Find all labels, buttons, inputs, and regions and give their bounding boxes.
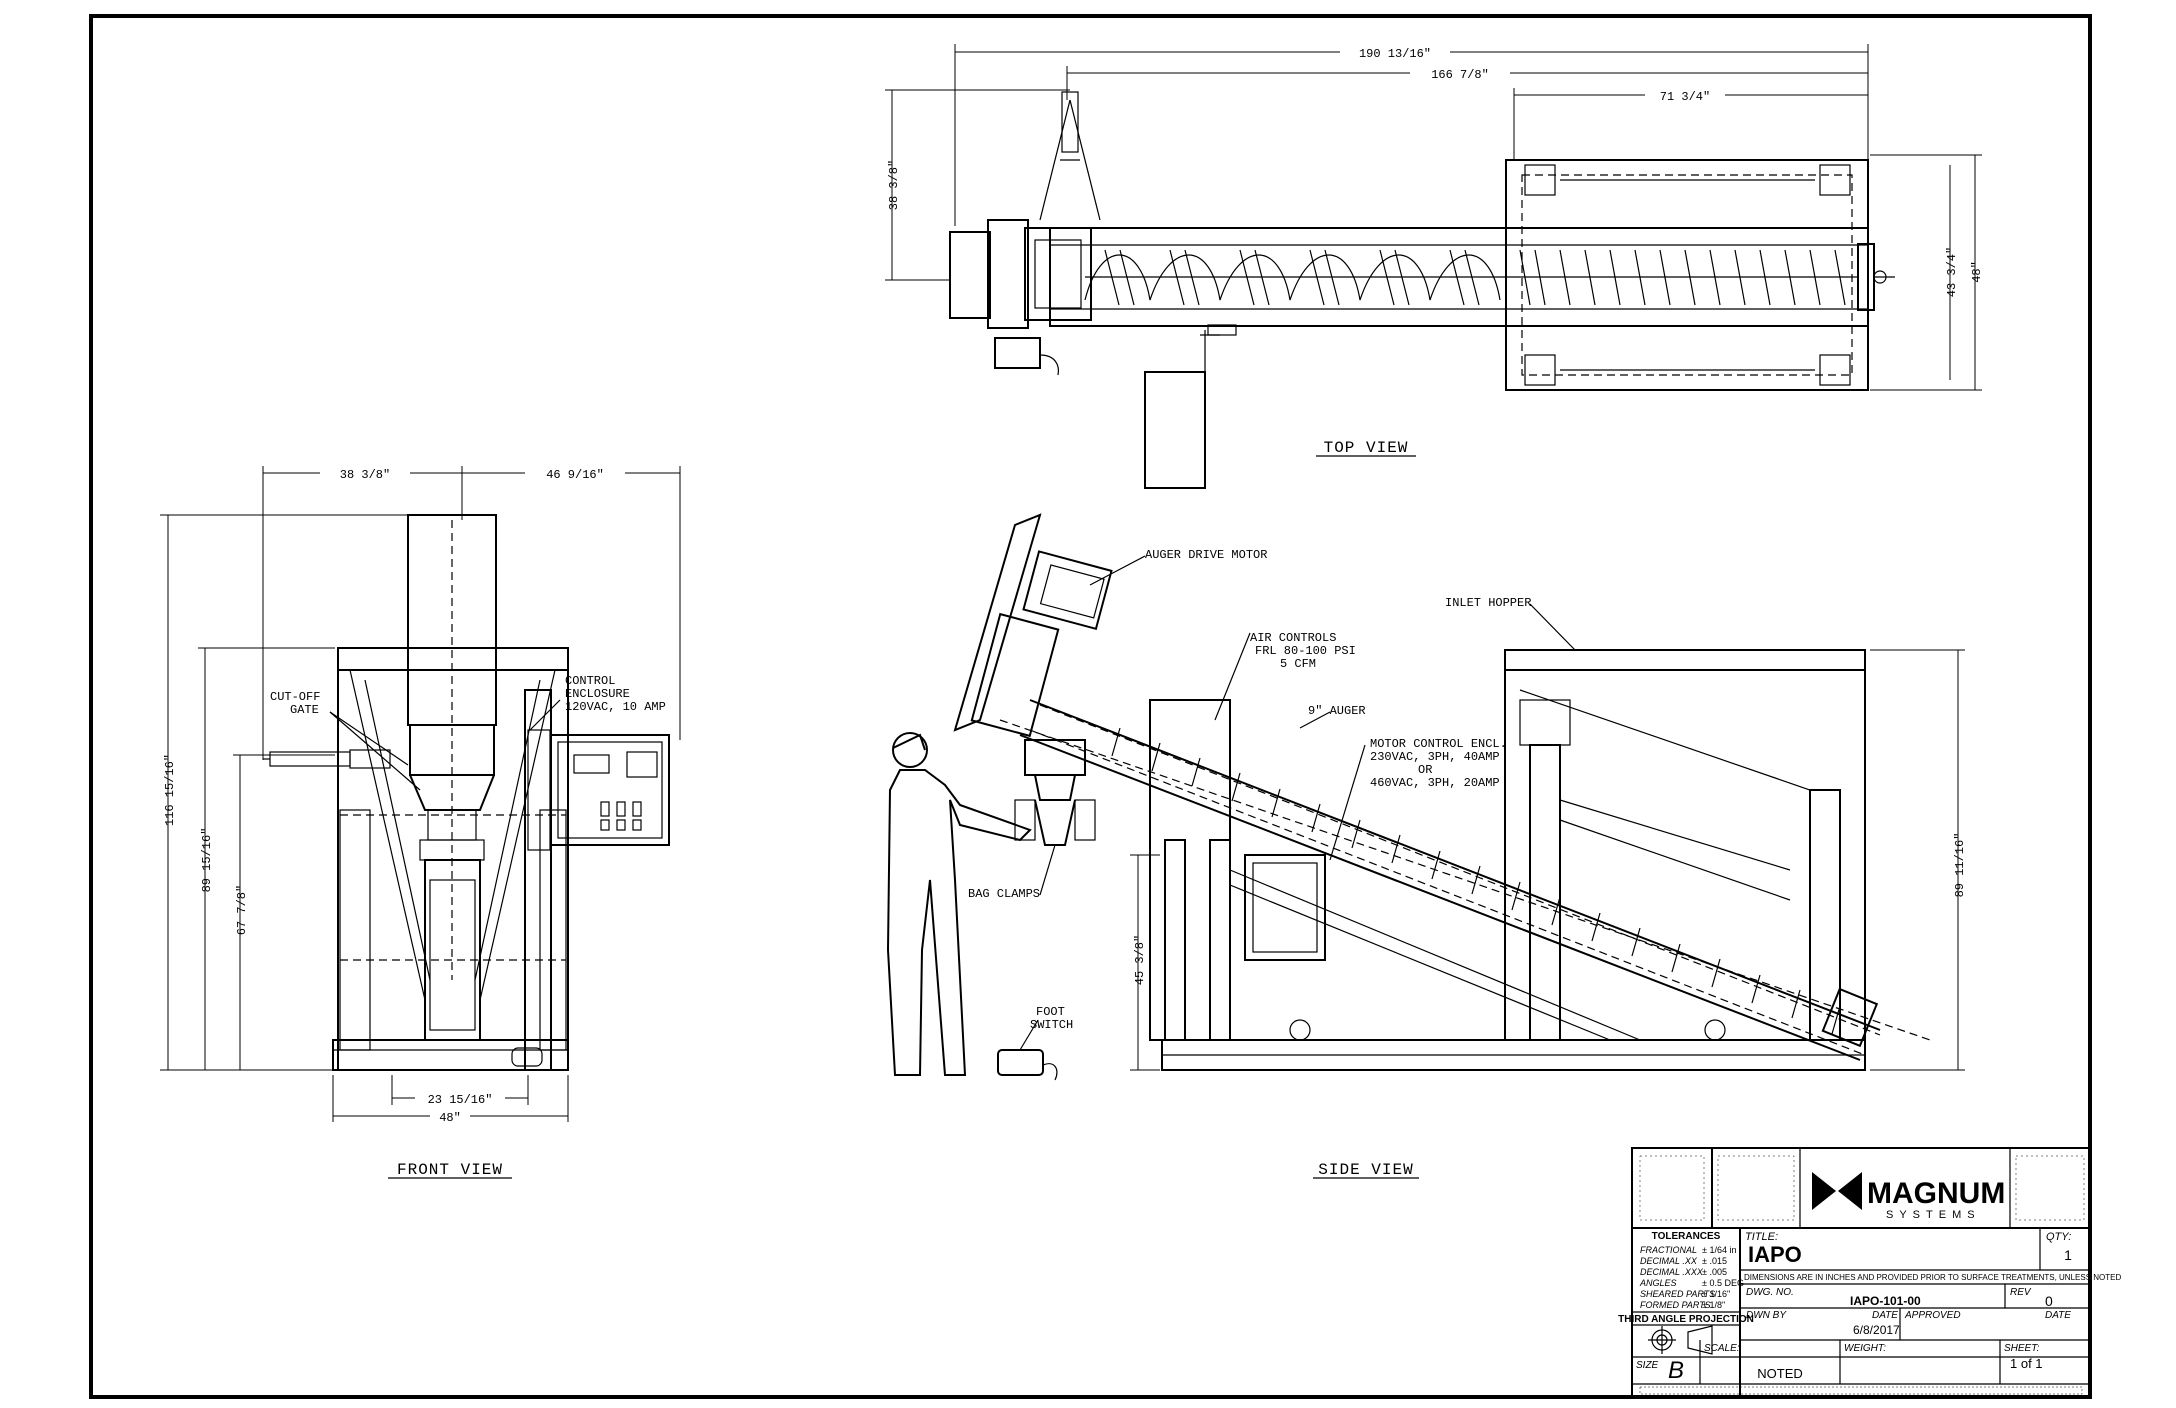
label-control-line2: ENCLOSURE — [565, 687, 630, 701]
dim-front-h2: 89 15/16" — [200, 828, 214, 893]
dim-side-frame: 45 3/8" — [1133, 935, 1147, 985]
date-label: DATE — [1872, 1310, 1898, 1321]
tol-name-3: ANGLES — [1639, 1278, 1677, 1288]
qty-value: 1 — [2064, 1247, 2072, 1263]
dimensions-note: DIMENSIONS ARE IN INCHES AND PROVIDED PR… — [1744, 1273, 2121, 1282]
label-air-line1: AIR CONTROLS — [1250, 631, 1336, 645]
tol-value-2: ± .005 — [1702, 1267, 1727, 1277]
dim-front-h3: 67 7/8" — [235, 885, 249, 935]
drawn-by-label: DWN BY — [1746, 1310, 1787, 1321]
scale-label: SCALE: — [1704, 1343, 1740, 1354]
top-view: 190 13/16" 166 7/8" 71 3/4" 38 3/8" 43 3… — [885, 44, 1984, 489]
label-inlet-hopper: INLET HOPPER — [1445, 596, 1531, 610]
date2-label: DATE — [2045, 1310, 2071, 1321]
label-air-line2: FRL 80-100 PSI — [1255, 644, 1356, 658]
logo-magnum: MAGNUM — [1867, 1177, 2005, 1210]
tol-value-5: ± 1/8" — [1702, 1300, 1725, 1310]
dim-top-hopper: 71 3/4" — [1660, 90, 1710, 104]
dim-front-right: 46 9/16" — [546, 468, 604, 482]
scale-value: NOTED — [1757, 1366, 1803, 1381]
label-foot-line2: SWITCH — [1030, 1018, 1073, 1032]
rev-label: REV — [2010, 1287, 2032, 1298]
tol-name-5: FORMED PARTS — [1640, 1300, 1711, 1310]
label-auger-drive-motor: AUGER DRIVE MOTOR — [1145, 548, 1267, 562]
tol-value-1: ± .015 — [1702, 1256, 1727, 1266]
date-value: 6/8/2017 — [1853, 1323, 1900, 1337]
dim-top-width-inner: 43 3/4" — [1945, 247, 1959, 297]
approved-label: APPROVED — [1904, 1310, 1961, 1321]
dim-top-width-outer: 48" — [1970, 261, 1984, 283]
label-cutoff-line1: CUT-OFF — [270, 690, 320, 704]
tol-name-4: SHEARED PARTS — [1640, 1289, 1715, 1299]
dim-front-base-inner: 23 15/16" — [428, 1093, 493, 1107]
tol-name-0: FRACTIONAL — [1640, 1245, 1697, 1255]
dim-front-left: 38 3/8" — [340, 468, 390, 482]
sheet-value: 1 of 1 — [2010, 1356, 2043, 1371]
label-air-line3: 5 CFM — [1280, 657, 1316, 671]
side-view-label: SIDE VIEW — [1318, 1161, 1413, 1179]
tol-value-4: ± 1/16" — [1702, 1289, 1730, 1299]
sheet-border — [89, 14, 2092, 1399]
size-value: B — [1668, 1357, 1684, 1384]
dim-front-base-outer: 48" — [439, 1111, 461, 1125]
title-label: TITLE: — [1745, 1231, 1778, 1243]
label-motor-line4: 460VAC, 3PH, 20AMP — [1370, 776, 1500, 790]
label-motor-line3: OR — [1418, 763, 1432, 777]
front-view-label: FRONT VIEW — [397, 1161, 503, 1179]
label-cutoff-line2: GATE — [290, 703, 319, 717]
tol-value-3: ± 0.5 DEG — [1702, 1278, 1744, 1288]
label-motor-line1: MOTOR CONTROL ENCL. — [1370, 737, 1507, 751]
drawing-title: IAPO — [1748, 1242, 1802, 1267]
rev-value: 0 — [2045, 1293, 2053, 1309]
side-view: 45 3/8" 89 11/16" — [886, 513, 1967, 1081]
label-control-line3: 120VAC, 10 AMP — [565, 700, 666, 714]
title-block: MAGNUM SYSTEMS TOLERANCES FRACTIONAL ± 1… — [1618, 1147, 2121, 1398]
label-motor-line2: 230VAC, 3PH, 40AMP — [1370, 750, 1500, 764]
label-auger: 9" AUGER — [1308, 704, 1366, 718]
projection-label: THIRD ANGLE PROJECTION — [1618, 1314, 1754, 1325]
weight-label: WEIGHT: — [1844, 1343, 1886, 1354]
tol-name-1: DECIMAL .XX — [1640, 1256, 1698, 1266]
dim-top-auger: 166 7/8" — [1431, 68, 1489, 82]
front-view: 38 3/8" 46 9/16" 116 15/16" 89 15/16" 67… — [160, 465, 681, 1125]
dwg-no: IAPO-101-00 — [1850, 1294, 1921, 1308]
label-control-line1: CONTROL — [565, 674, 615, 688]
dim-front-h1: 116 15/16" — [163, 754, 177, 826]
tol-name-2: DECIMAL .XXX — [1640, 1267, 1704, 1277]
qty-label: QTY: — [2046, 1231, 2071, 1243]
sheet-label: SHEET: — [2004, 1343, 2040, 1354]
top-view-label: TOP VIEW — [1324, 439, 1409, 457]
dwg-label: DWG. NO. — [1746, 1287, 1794, 1298]
label-bag-clamps: BAG CLAMPS — [968, 887, 1040, 901]
dim-top-overall: 190 13/16" — [1359, 47, 1431, 61]
dim-top-height-left: 38 3/8" — [887, 160, 901, 210]
tolerances-header: TOLERANCES — [1652, 1231, 1721, 1242]
logo-systems: SYSTEMS — [1886, 1209, 1981, 1221]
dim-side-hopper: 89 11/16" — [1953, 833, 1967, 898]
size-label: SIZE — [1636, 1360, 1659, 1371]
tol-value-0: ± 1/64 in — [1702, 1245, 1736, 1255]
label-foot-line1: FOOT — [1036, 1005, 1065, 1019]
